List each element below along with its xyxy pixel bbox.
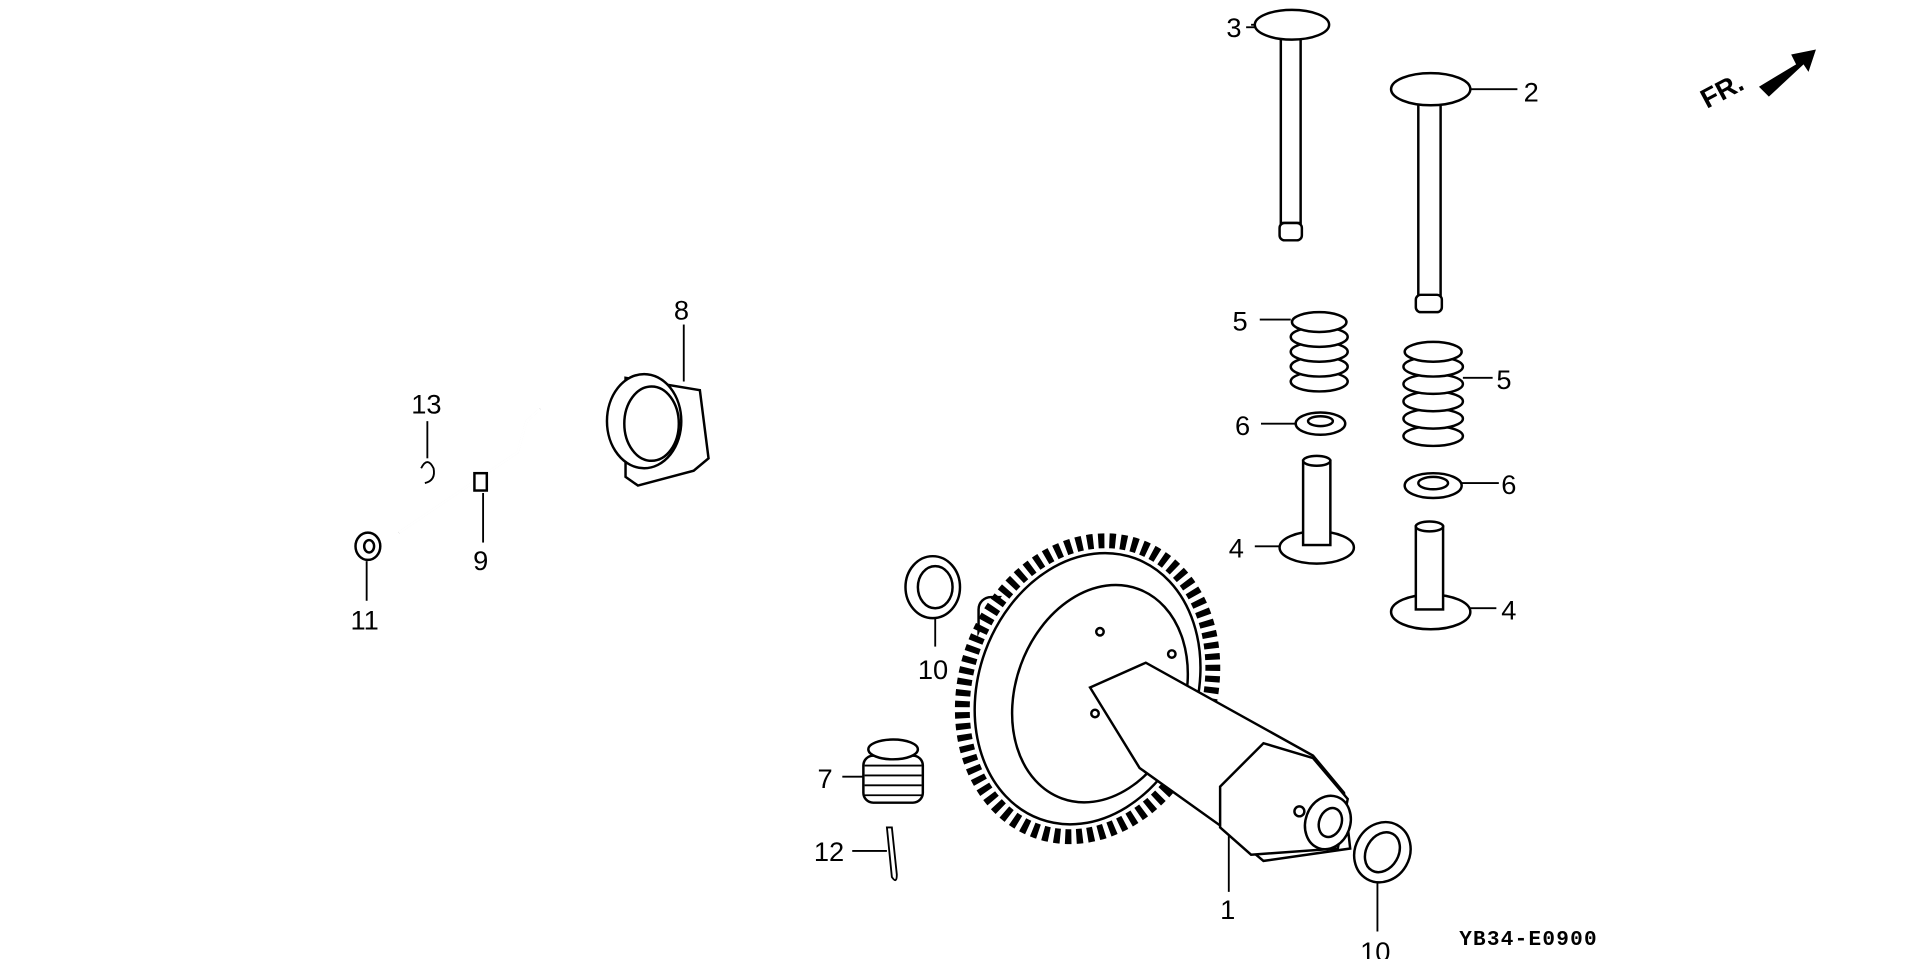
- callout-10-right: 10: [1360, 936, 1390, 959]
- washer-right: [1352, 820, 1412, 884]
- callout-5-left: 5: [1233, 306, 1248, 337]
- camshaft-gear: [954, 533, 1353, 863]
- part-8-housing: [605, 372, 710, 487]
- callout-2: 2: [1524, 77, 1539, 108]
- callout-7: 7: [818, 763, 833, 794]
- callout-6-left: 6: [1235, 410, 1250, 441]
- callout-6-right: 6: [1501, 469, 1516, 500]
- callout-13: 13: [411, 389, 441, 420]
- callout-3: 3: [1226, 12, 1241, 43]
- spring-retainer-right: [1403, 471, 1463, 500]
- nut-11: [354, 531, 382, 562]
- callout-8: 8: [674, 295, 689, 326]
- callout-10-left: 10: [918, 654, 948, 685]
- cotter-pin-12: [885, 826, 898, 882]
- callout-12: 12: [814, 836, 844, 867]
- valve-spring-right: [1402, 340, 1465, 448]
- callout-5-right: 5: [1496, 364, 1511, 395]
- tappet-left: [1278, 454, 1356, 565]
- direction-label: FR.: [1695, 66, 1748, 114]
- callout-4-left: 4: [1229, 532, 1244, 563]
- spring-retainer-left: [1294, 411, 1347, 437]
- callout-11: 11: [351, 604, 379, 635]
- callout-4-right: 4: [1501, 594, 1516, 625]
- intake-valve: [1253, 8, 1331, 242]
- diagram-code: YB34-E0900: [1459, 928, 1598, 952]
- tappet-right: [1389, 520, 1472, 631]
- front-direction-arrow: FR.: [1695, 49, 1816, 114]
- callout-1: 1: [1220, 894, 1235, 925]
- valve-spring-left: [1289, 310, 1349, 393]
- exhaust-valve: [1389, 71, 1472, 314]
- spring-7: [862, 738, 925, 804]
- governor-rod: [398, 407, 541, 534]
- washer-left: [904, 554, 962, 620]
- clip-13: [420, 461, 435, 484]
- callout-9: 9: [473, 545, 488, 576]
